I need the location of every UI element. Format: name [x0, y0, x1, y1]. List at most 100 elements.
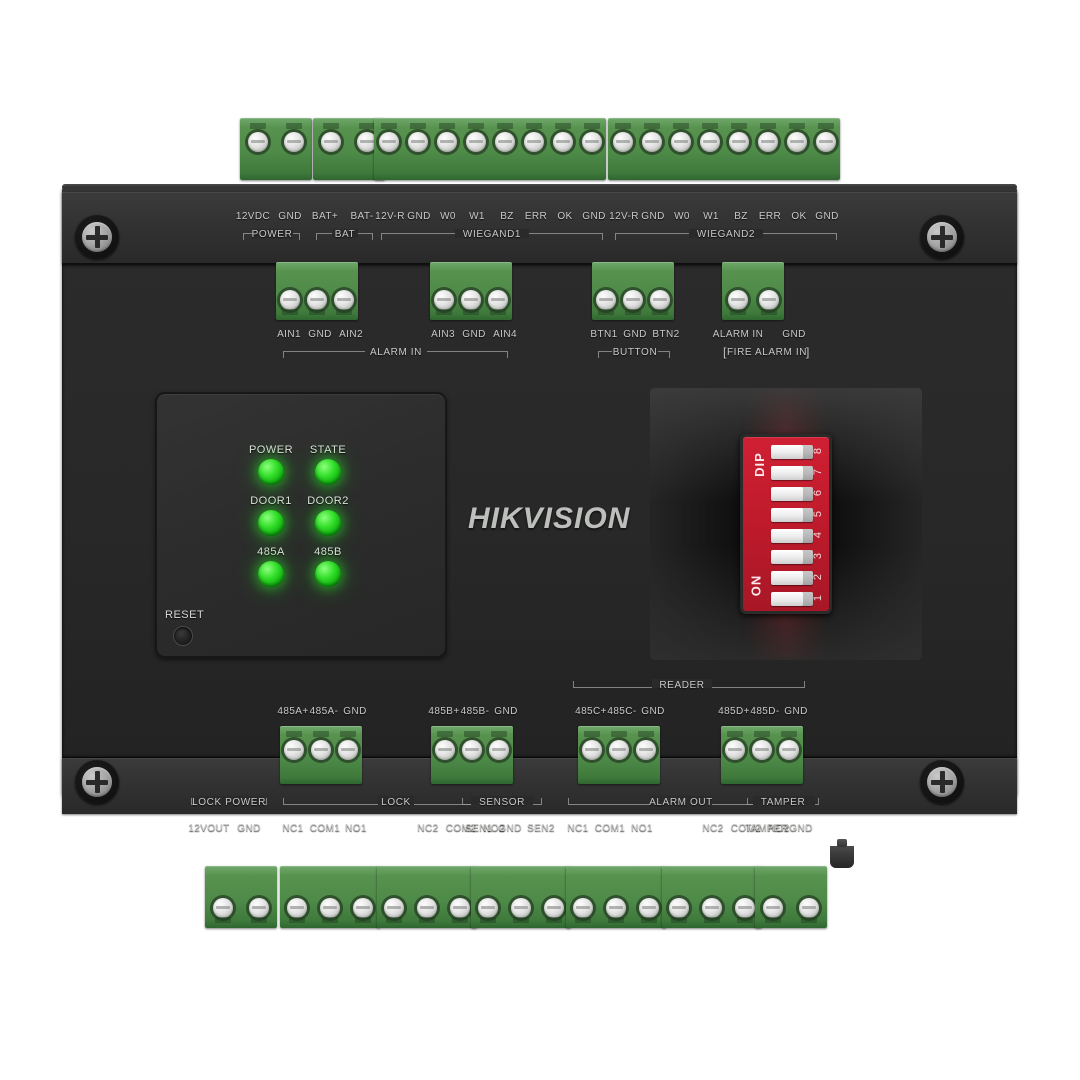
dip-switch-lever-4[interactable]	[771, 529, 813, 543]
dip-switch-lever-5[interactable]	[771, 508, 813, 522]
terminal-pin[interactable]	[572, 898, 593, 918]
terminal-block-alarm-out-1[interactable]	[566, 866, 666, 928]
terminal-silk-mark	[490, 309, 507, 315]
led-door1	[258, 510, 284, 536]
terminal-block-button[interactable]	[592, 262, 674, 320]
terminal-pin[interactable]	[608, 740, 629, 760]
terminal-block-485a[interactable]	[280, 726, 362, 784]
terminal-pin[interactable]	[699, 132, 720, 152]
terminal-pin[interactable]	[489, 740, 510, 760]
terminal-pin[interactable]	[450, 898, 471, 918]
dip-switch-lever-8[interactable]	[771, 445, 813, 459]
terminal-pin[interactable]	[612, 132, 633, 152]
terminal-pin[interactable]	[758, 290, 779, 310]
terminal-block-sensor[interactable]	[471, 866, 571, 928]
terminal-pin[interactable]	[319, 898, 340, 918]
rail-divider-top	[62, 263, 1017, 264]
dip-switch-lever-3[interactable]	[771, 550, 813, 564]
terminal-pin[interactable]	[581, 740, 602, 760]
terminal-pin[interactable]	[727, 290, 748, 310]
terminal-pin[interactable]	[416, 898, 437, 918]
terminal-block-alarm-in-2[interactable]	[430, 262, 512, 320]
terminal-pin[interactable]	[494, 132, 515, 152]
terminal-pin[interactable]	[465, 132, 486, 152]
terminal-block-lock-2[interactable]	[377, 866, 477, 928]
terminal-pin[interactable]	[321, 132, 341, 152]
terminal-pin[interactable]	[544, 898, 565, 918]
terminal-pin[interactable]	[552, 132, 573, 152]
terminal-pin[interactable]	[310, 740, 331, 760]
dip-switch-lever-2[interactable]	[771, 571, 813, 585]
terminal-pin[interactable]	[701, 898, 722, 918]
terminal-pin[interactable]	[434, 740, 455, 760]
terminal-pin[interactable]	[670, 132, 691, 152]
terminal-block-lock-power[interactable]	[205, 866, 277, 928]
terminal-block-power[interactable]	[240, 118, 312, 180]
terminal-block-fire-alarm-in[interactable]	[722, 262, 784, 320]
terminal-pin[interactable]	[668, 898, 689, 918]
terminal-pin[interactable]	[284, 132, 304, 152]
terminal-pin[interactable]	[488, 290, 509, 310]
terminal-block-485c[interactable]	[578, 726, 660, 784]
terminal-pin[interactable]	[286, 898, 307, 918]
reset-button[interactable]	[173, 626, 193, 646]
terminal-block-lock-1[interactable]	[280, 866, 380, 928]
terminal-block-tamper[interactable]	[755, 866, 827, 928]
terminal-block-wiegand1[interactable]	[374, 118, 606, 180]
terminal-pin[interactable]	[433, 290, 454, 310]
terminal-pin[interactable]	[510, 898, 531, 918]
terminal-pin[interactable]	[407, 132, 428, 152]
terminal-pin[interactable]	[786, 132, 807, 152]
terminal-pin[interactable]	[581, 132, 602, 152]
dip-switch[interactable]: DIP ON 8 7 6 5 4 3 2 1	[740, 434, 832, 614]
terminal-block-485b[interactable]	[431, 726, 513, 784]
terminal-pin[interactable]	[338, 740, 359, 760]
terminal-pin[interactable]	[779, 740, 800, 760]
terminal-block-alarm-out-2[interactable]	[662, 866, 762, 928]
terminal-pin[interactable]	[605, 898, 626, 918]
terminal-pin[interactable]	[383, 898, 404, 918]
group-label-fire-alarm-in: FIRE ALARM IN	[726, 347, 808, 358]
dip-switch-lever-7[interactable]	[771, 466, 813, 480]
phillips-screw-icon	[82, 767, 112, 797]
terminal-block-wiegand2[interactable]	[608, 118, 840, 180]
dip-switch-lever-6[interactable]	[771, 487, 813, 501]
terminal-pin[interactable]	[650, 290, 671, 310]
terminal-pin[interactable]	[595, 290, 616, 310]
terminal-pin[interactable]	[735, 898, 756, 918]
dip-switch-lever-1[interactable]	[771, 592, 813, 606]
terminal-pin[interactable]	[523, 132, 544, 152]
terminal-pin[interactable]	[248, 132, 268, 152]
terminal-pin[interactable]	[477, 898, 498, 918]
terminal-pin[interactable]	[279, 290, 300, 310]
terminal-pin[interactable]	[334, 290, 355, 310]
terminal-pin[interactable]	[636, 740, 657, 760]
terminal-pin[interactable]	[249, 898, 269, 918]
terminal-pin[interactable]	[757, 132, 778, 152]
terminal-pin[interactable]	[815, 132, 836, 152]
terminal-pin[interactable]	[306, 290, 327, 310]
terminal-pin[interactable]	[622, 290, 643, 310]
terminal-pin[interactable]	[763, 898, 783, 918]
terminal-pin[interactable]	[378, 132, 399, 152]
terminal-pin[interactable]	[641, 132, 662, 152]
terminal-pin[interactable]	[353, 898, 374, 918]
terminal-block-alarm-in-1[interactable]	[276, 262, 358, 320]
terminal-pin[interactable]	[639, 898, 660, 918]
terminal-block-485d[interactable]	[721, 726, 803, 784]
led-label-power: POWER	[248, 444, 294, 456]
terminal-pin[interactable]	[724, 740, 745, 760]
led-door2	[315, 510, 341, 536]
tamper-switch[interactable]	[830, 839, 854, 868]
terminal-pin[interactable]	[728, 132, 749, 152]
terminal-pin[interactable]	[213, 898, 233, 918]
terminal-pin[interactable]	[751, 740, 772, 760]
terminal-pin[interactable]	[436, 132, 457, 152]
terminal-pin[interactable]	[357, 132, 377, 152]
terminal-block-bat[interactable]	[313, 118, 385, 180]
terminal-pin[interactable]	[460, 290, 481, 310]
terminal-pin[interactable]	[799, 898, 819, 918]
terminal-pin[interactable]	[461, 740, 482, 760]
terminal-pin[interactable]	[283, 740, 304, 760]
pin-label-ain2: AIN2	[339, 329, 363, 340]
